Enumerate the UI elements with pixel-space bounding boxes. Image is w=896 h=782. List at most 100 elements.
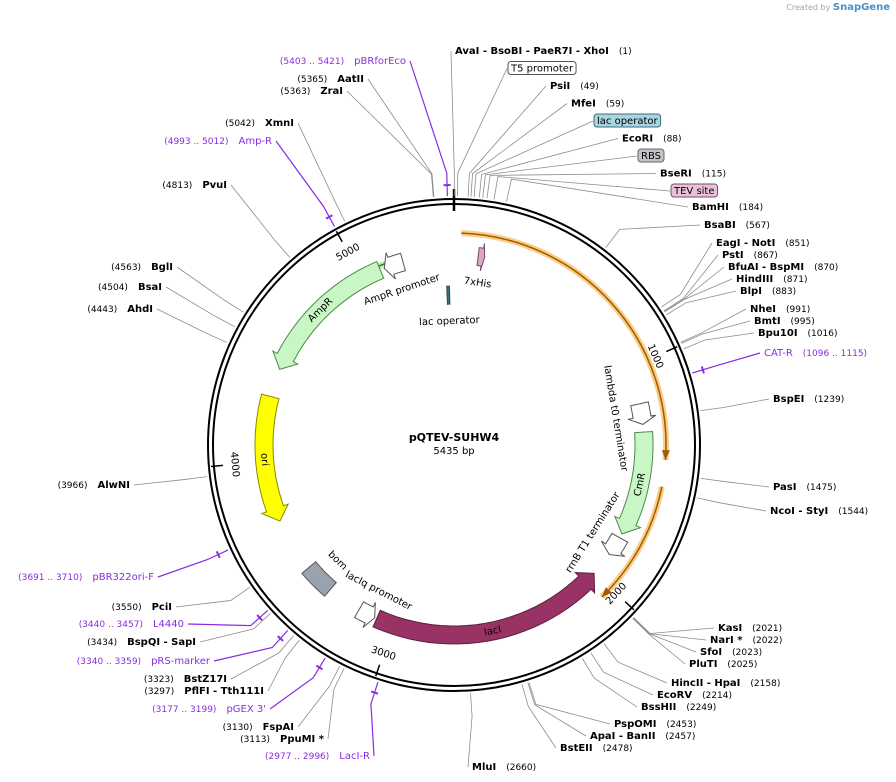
- site-position-pspomi: (2453): [666, 720, 696, 730]
- site-leader-lines: [133, 50, 770, 768]
- site-pvui[interactable]: PvuI(4813): [162, 180, 227, 191]
- site-bmti[interactable]: BmtI(995): [754, 316, 815, 327]
- site-fspai[interactable]: FspAI(3130): [223, 722, 294, 733]
- site-pasi[interactable]: PasI(1475): [773, 482, 836, 493]
- site-hindiii[interactable]: HindIII(871): [736, 274, 807, 285]
- site-laci-r[interactable]: LacI-R(2977 .. 2996): [265, 751, 370, 762]
- site-name-pcii: PciI: [152, 602, 172, 613]
- site-position-nari: (2022): [752, 636, 782, 646]
- site-pbrforeco[interactable]: pBRforEco(5403 .. 5421): [280, 56, 406, 67]
- site-position-ahdi: (4443): [87, 305, 117, 315]
- feature-rrnb-t1-terminator[interactable]: [600, 532, 629, 557]
- leader-line-bsabi: [605, 224, 701, 248]
- site-tev-site[interactable]: TEV site: [670, 183, 719, 198]
- site-pcii[interactable]: PciI(3550): [112, 602, 172, 613]
- site-pbr322ori-f[interactable]: pBR322ori-F(3691 .. 3710): [18, 572, 154, 583]
- leader-line-bseri: [486, 173, 657, 199]
- site-name-pspomi: PspOMI: [614, 719, 656, 730]
- site-position-aatii: (5365): [297, 75, 327, 85]
- site-pflfi-tth111i[interactable]: PflFI - Tth111I(3297): [144, 686, 264, 697]
- site-ppumi[interactable]: PpuMI *(3113): [240, 734, 325, 745]
- site-prs-marker[interactable]: pRS-marker(3340 .. 3359): [77, 656, 211, 667]
- site-bstz17i[interactable]: BstZ17I(3323): [144, 674, 227, 685]
- site-eagi-noti[interactable]: EagI - NotI(851): [716, 238, 810, 249]
- site-position-pbrforeco: (5403 .. 5421): [280, 57, 344, 67]
- site-bspei[interactable]: BspEI(1239): [773, 394, 844, 405]
- leader-line-lac-operator: [473, 120, 594, 197]
- tick-4000: [210, 464, 223, 468]
- site-kasi[interactable]: KasI(2021): [718, 623, 782, 634]
- site-ahdi[interactable]: AhdI(4443): [87, 304, 153, 315]
- site-bgli[interactable]: BglI(4563): [111, 262, 173, 273]
- site-pluti[interactable]: PluTI(2025): [689, 659, 757, 670]
- site-xmni[interactable]: XmnI(5042): [225, 118, 294, 129]
- site-amp-r[interactable]: Amp-R(4993 .. 5012): [164, 136, 272, 147]
- site-bsteii[interactable]: BstEII(2478): [560, 743, 633, 754]
- site-bpu10i[interactable]: Bpu10I(1016): [758, 328, 837, 339]
- site-t5-promoter[interactable]: T5 promoter: [507, 61, 577, 75]
- feature-ampr-promoter[interactable]: [383, 252, 407, 280]
- site-position-hindiii: (871): [783, 275, 807, 285]
- site-name-bsai: BsaI: [138, 282, 162, 293]
- site-position-bsshii: (2249): [686, 703, 716, 713]
- site-nari[interactable]: NarI *(2022): [710, 635, 782, 646]
- site-bspqi-sapi[interactable]: BspQI - SapI(3434): [87, 637, 196, 648]
- primer-mark-pbr322ori-f: [215, 550, 221, 559]
- site-l4440[interactable]: L4440(3440 .. 3457): [79, 619, 184, 630]
- leader-line-bmti: [681, 320, 751, 344]
- site-alwni[interactable]: AlwNI(3966): [58, 480, 130, 491]
- leader-line-pbrforeco: [409, 60, 448, 197]
- leader-line-pflfi-tth111i: [267, 639, 300, 692]
- site-ecori[interactable]: EcoRI(88): [622, 134, 682, 145]
- leader-line-psti: [663, 254, 719, 312]
- site-blpi[interactable]: BlpI(883): [740, 286, 796, 297]
- site-bseri[interactable]: BseRI(115): [660, 169, 726, 180]
- site-bsshii[interactable]: BssHII(2249): [641, 702, 716, 713]
- site-pspomi[interactable]: PspOMI (2453): [614, 719, 696, 730]
- site-cat-r[interactable]: CAT-R(1096 .. 1115): [764, 348, 867, 359]
- created-by-text: Created by: [786, 3, 831, 12]
- site-mlui[interactable]: MluI(2660): [472, 762, 536, 773]
- feature-7xhis[interactable]: [476, 243, 486, 272]
- site-aatii[interactable]: AatII(5365): [297, 74, 364, 85]
- site-zrai[interactable]: ZraI(5363): [280, 86, 343, 97]
- snapgene-logo: SnapGene: [832, 2, 890, 13]
- site-avai-bsobi-paer7i-xhoi[interactable]: AvaI - BsoBI - PaeR7I - XhoI(1): [455, 46, 632, 57]
- site-rbs[interactable]: RBS: [637, 148, 665, 163]
- feature-ori[interactable]: [254, 393, 290, 522]
- feature-laci[interactable]: [372, 572, 596, 645]
- site-position-ppumi: (3113): [240, 735, 270, 745]
- site-pgex-3[interactable]: pGEX 3'(3177 .. 3199): [152, 704, 266, 715]
- site-mfei[interactable]: MfeI(59): [571, 99, 624, 110]
- site-hincii-hpai[interactable]: HincII - HpaI(2158): [671, 678, 780, 689]
- site-nhei[interactable]: NheI(991): [750, 304, 810, 315]
- site-position-l4440: (3440 .. 3457): [79, 620, 143, 630]
- site-bsabi[interactable]: BsaBI(567): [704, 220, 770, 231]
- feature-laciq-promoter[interactable]: [353, 601, 376, 628]
- site-position-zrai: (5363): [280, 87, 310, 97]
- site-bsai[interactable]: BsaI(4504): [98, 282, 162, 293]
- site-lac-operator[interactable]: lac operator: [593, 113, 662, 128]
- leader-line-eagi-noti: [661, 242, 713, 308]
- site-position-apai-banii: (2457): [665, 732, 695, 742]
- site-position-pluti: (2025): [727, 660, 757, 670]
- feature-ampr[interactable]: [271, 260, 385, 371]
- feature-lambda-t0-terminator[interactable]: [627, 401, 657, 425]
- site-ncoi-styi[interactable]: NcoI - StyI(1544): [770, 506, 868, 517]
- site-position-fspai: (3130): [223, 723, 253, 733]
- site-ecorv[interactable]: EcoRV(2214): [657, 690, 732, 701]
- site-bamhi[interactable]: BamHI(184): [692, 202, 763, 213]
- feature-lac-operator[interactable]: [446, 285, 451, 306]
- leader-line-psii: [467, 85, 547, 197]
- site-position-pflfi-tth111i: (3297): [144, 687, 174, 697]
- feature-bom[interactable]: [301, 560, 337, 597]
- site-bfuai-bspmi[interactable]: BfuAI - BspMI(870): [728, 262, 838, 273]
- site-psii[interactable]: PsiI(49): [550, 81, 599, 92]
- feature-cmr[interactable]: [613, 430, 654, 535]
- site-sfoi[interactable]: SfoI(2023): [700, 647, 762, 658]
- leader-line-laci-r: [370, 681, 379, 757]
- site-psti[interactable]: PstI(867): [722, 250, 778, 261]
- site-position-cat-r: (1096 .. 1115): [803, 349, 867, 359]
- site-apai-banii[interactable]: ApaI - BanII(2457): [590, 731, 695, 742]
- site-name-pgex-3: pGEX 3': [226, 704, 266, 715]
